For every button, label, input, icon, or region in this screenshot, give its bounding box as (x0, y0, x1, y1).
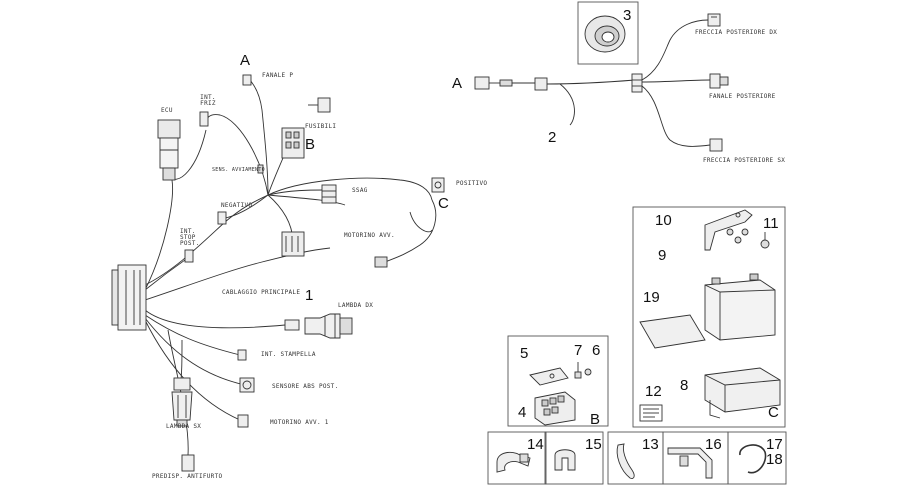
callout-freccia-dx: FRECCIA POSTERIORE DX (695, 29, 778, 36)
bottom-parts-row (487, 431, 787, 485)
part-number-11: 11 (763, 215, 779, 232)
callout-ecu: ECU (161, 107, 173, 114)
callout-predisp: PREDISP. ANTIFURTO (152, 473, 223, 480)
fuse-box-kit-box (507, 335, 609, 427)
callout-int-stampella: INT. STAMPELLA (261, 351, 316, 358)
part-number-4: 4 (518, 404, 527, 421)
callout-freccia-sx: FRECCIA POSTERIORE SX (703, 157, 786, 164)
callout-ssag: SSAG (352, 187, 368, 194)
rear-light-harness (474, 13, 729, 152)
battery-kit-box (632, 206, 786, 428)
ref-label-a-right: A (452, 75, 463, 92)
part-number-2: 2 (548, 129, 557, 146)
ref-label-a-top: A (240, 52, 251, 69)
callout-cablaggio: CABLAGGIO PRINCIPALE (222, 289, 301, 296)
main-wiring-harness (111, 74, 445, 472)
ref-label-c-box: C (768, 404, 779, 421)
part-number-18: 18 (766, 451, 783, 468)
ref-label-b-box: B (590, 411, 601, 428)
ref-label-c-main: C (438, 195, 449, 212)
part-number-8: 8 (680, 377, 689, 394)
callout-sens-avv: SENS. AVVIAMENTO (212, 167, 265, 173)
callout-fusibili: FUSIBILI (305, 123, 337, 130)
part-number-9: 9 (658, 247, 667, 264)
callout-int-friz: INT. FRIZ (200, 94, 216, 107)
callout-motorino-avv-1: MOTORINO AVV. 1 (270, 419, 329, 426)
part-number-12: 12 (645, 383, 662, 400)
part-number-1: 1 (305, 287, 314, 304)
part-number-19: 19 (643, 289, 660, 306)
callout-negativo: NEGATIVO (221, 202, 253, 209)
callout-int-stop: INT. STOP POST. (180, 228, 200, 247)
item-3-grommet (577, 1, 639, 65)
callout-lambda-sx: LAMBDA SX (166, 423, 202, 430)
callout-sensore-abs: SENSORE ABS POST. (272, 383, 339, 390)
part-number-17: 17 (766, 436, 783, 453)
callout-motorino-avv: MOTORINO AVV. (344, 232, 395, 239)
part-number-10: 10 (655, 212, 672, 229)
callout-lambda-dx: LAMBDA DX (338, 302, 374, 309)
part-number-15: 15 (585, 436, 602, 453)
part-number-5: 5 (520, 345, 529, 362)
callout-fanale-post: FANALE POSTERIORE (709, 93, 776, 100)
ref-label-b-main: B (305, 136, 316, 153)
part-number-3: 3 (623, 7, 632, 24)
callout-fanale-p: FANALE P (262, 72, 294, 79)
part-number-13: 13 (642, 436, 659, 453)
part-number-7: 7 (574, 342, 583, 359)
part-number-14: 14 (527, 436, 544, 453)
part-number-6: 6 (592, 342, 601, 359)
part-number-16: 16 (705, 436, 722, 453)
callout-positivo: POSITIVO (456, 180, 488, 187)
